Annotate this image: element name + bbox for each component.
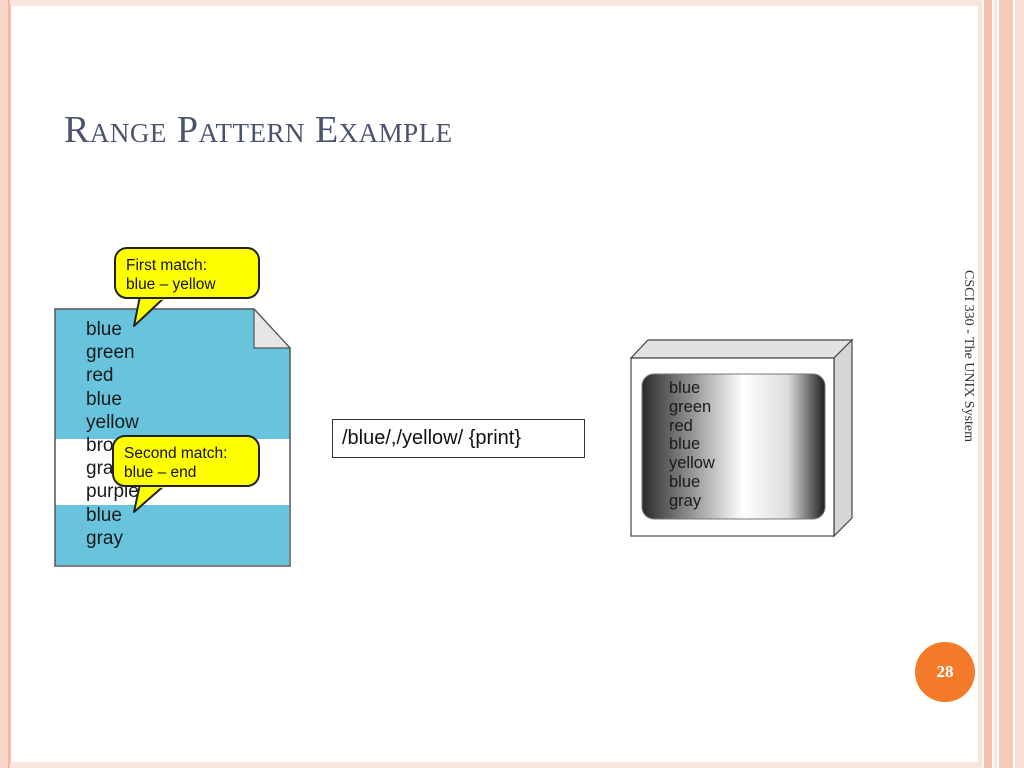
awk-command-box: /blue/,/yellow/ {print}	[332, 419, 585, 458]
slide-border-top	[10, 0, 978, 6]
output-line: blue	[669, 379, 701, 397]
output-line: gray	[669, 491, 702, 510]
document-fold	[253, 308, 292, 349]
match-region-second	[55, 505, 289, 565]
callout-title: First match:	[126, 257, 207, 274]
monitor-top	[630, 339, 854, 359]
slide-border-stripes	[978, 0, 1024, 768]
callout-title: Second match:	[124, 445, 228, 462]
output-line: blue	[669, 472, 701, 491]
output-monitor-icon	[630, 339, 854, 538]
file-line: green	[86, 342, 135, 364]
first-match-callout: First match: blue – yellow	[114, 247, 260, 299]
file-line: blue	[86, 388, 122, 410]
callout-range: blue – end	[124, 464, 197, 481]
file-line: blue	[86, 504, 122, 526]
document-outline	[54, 308, 291, 567]
match-region-first	[55, 309, 255, 439]
output-screen-lines: blue green red blue yellow blue gray	[669, 379, 715, 511]
page-number-badge: 28	[915, 642, 975, 702]
file-line: blue	[86, 319, 122, 340]
output-line: red	[669, 416, 693, 435]
file-line: yellow	[86, 411, 139, 433]
slide-title: Range Pattern Example	[64, 109, 453, 151]
callout-range: blue – yellow	[126, 276, 216, 293]
output-line: blue	[669, 435, 701, 454]
input-file-icon	[54, 308, 292, 567]
file-line: gray	[86, 527, 123, 549]
monitor-screen	[641, 373, 826, 520]
output-line: yellow	[669, 454, 715, 473]
slide-border-left	[0, 0, 10, 768]
second-match-callout: Second match: blue – end	[112, 435, 260, 487]
course-side-label: CSCI 330 - The UNIX System	[961, 270, 976, 443]
slide-border-line	[10, 0, 11, 768]
second-callout-tail	[133, 484, 167, 513]
first-callout-tail	[133, 296, 167, 327]
output-line: green	[669, 397, 712, 416]
slide-border-bottom	[10, 762, 978, 768]
file-line: red	[86, 365, 114, 387]
monitor-side	[833, 339, 853, 538]
